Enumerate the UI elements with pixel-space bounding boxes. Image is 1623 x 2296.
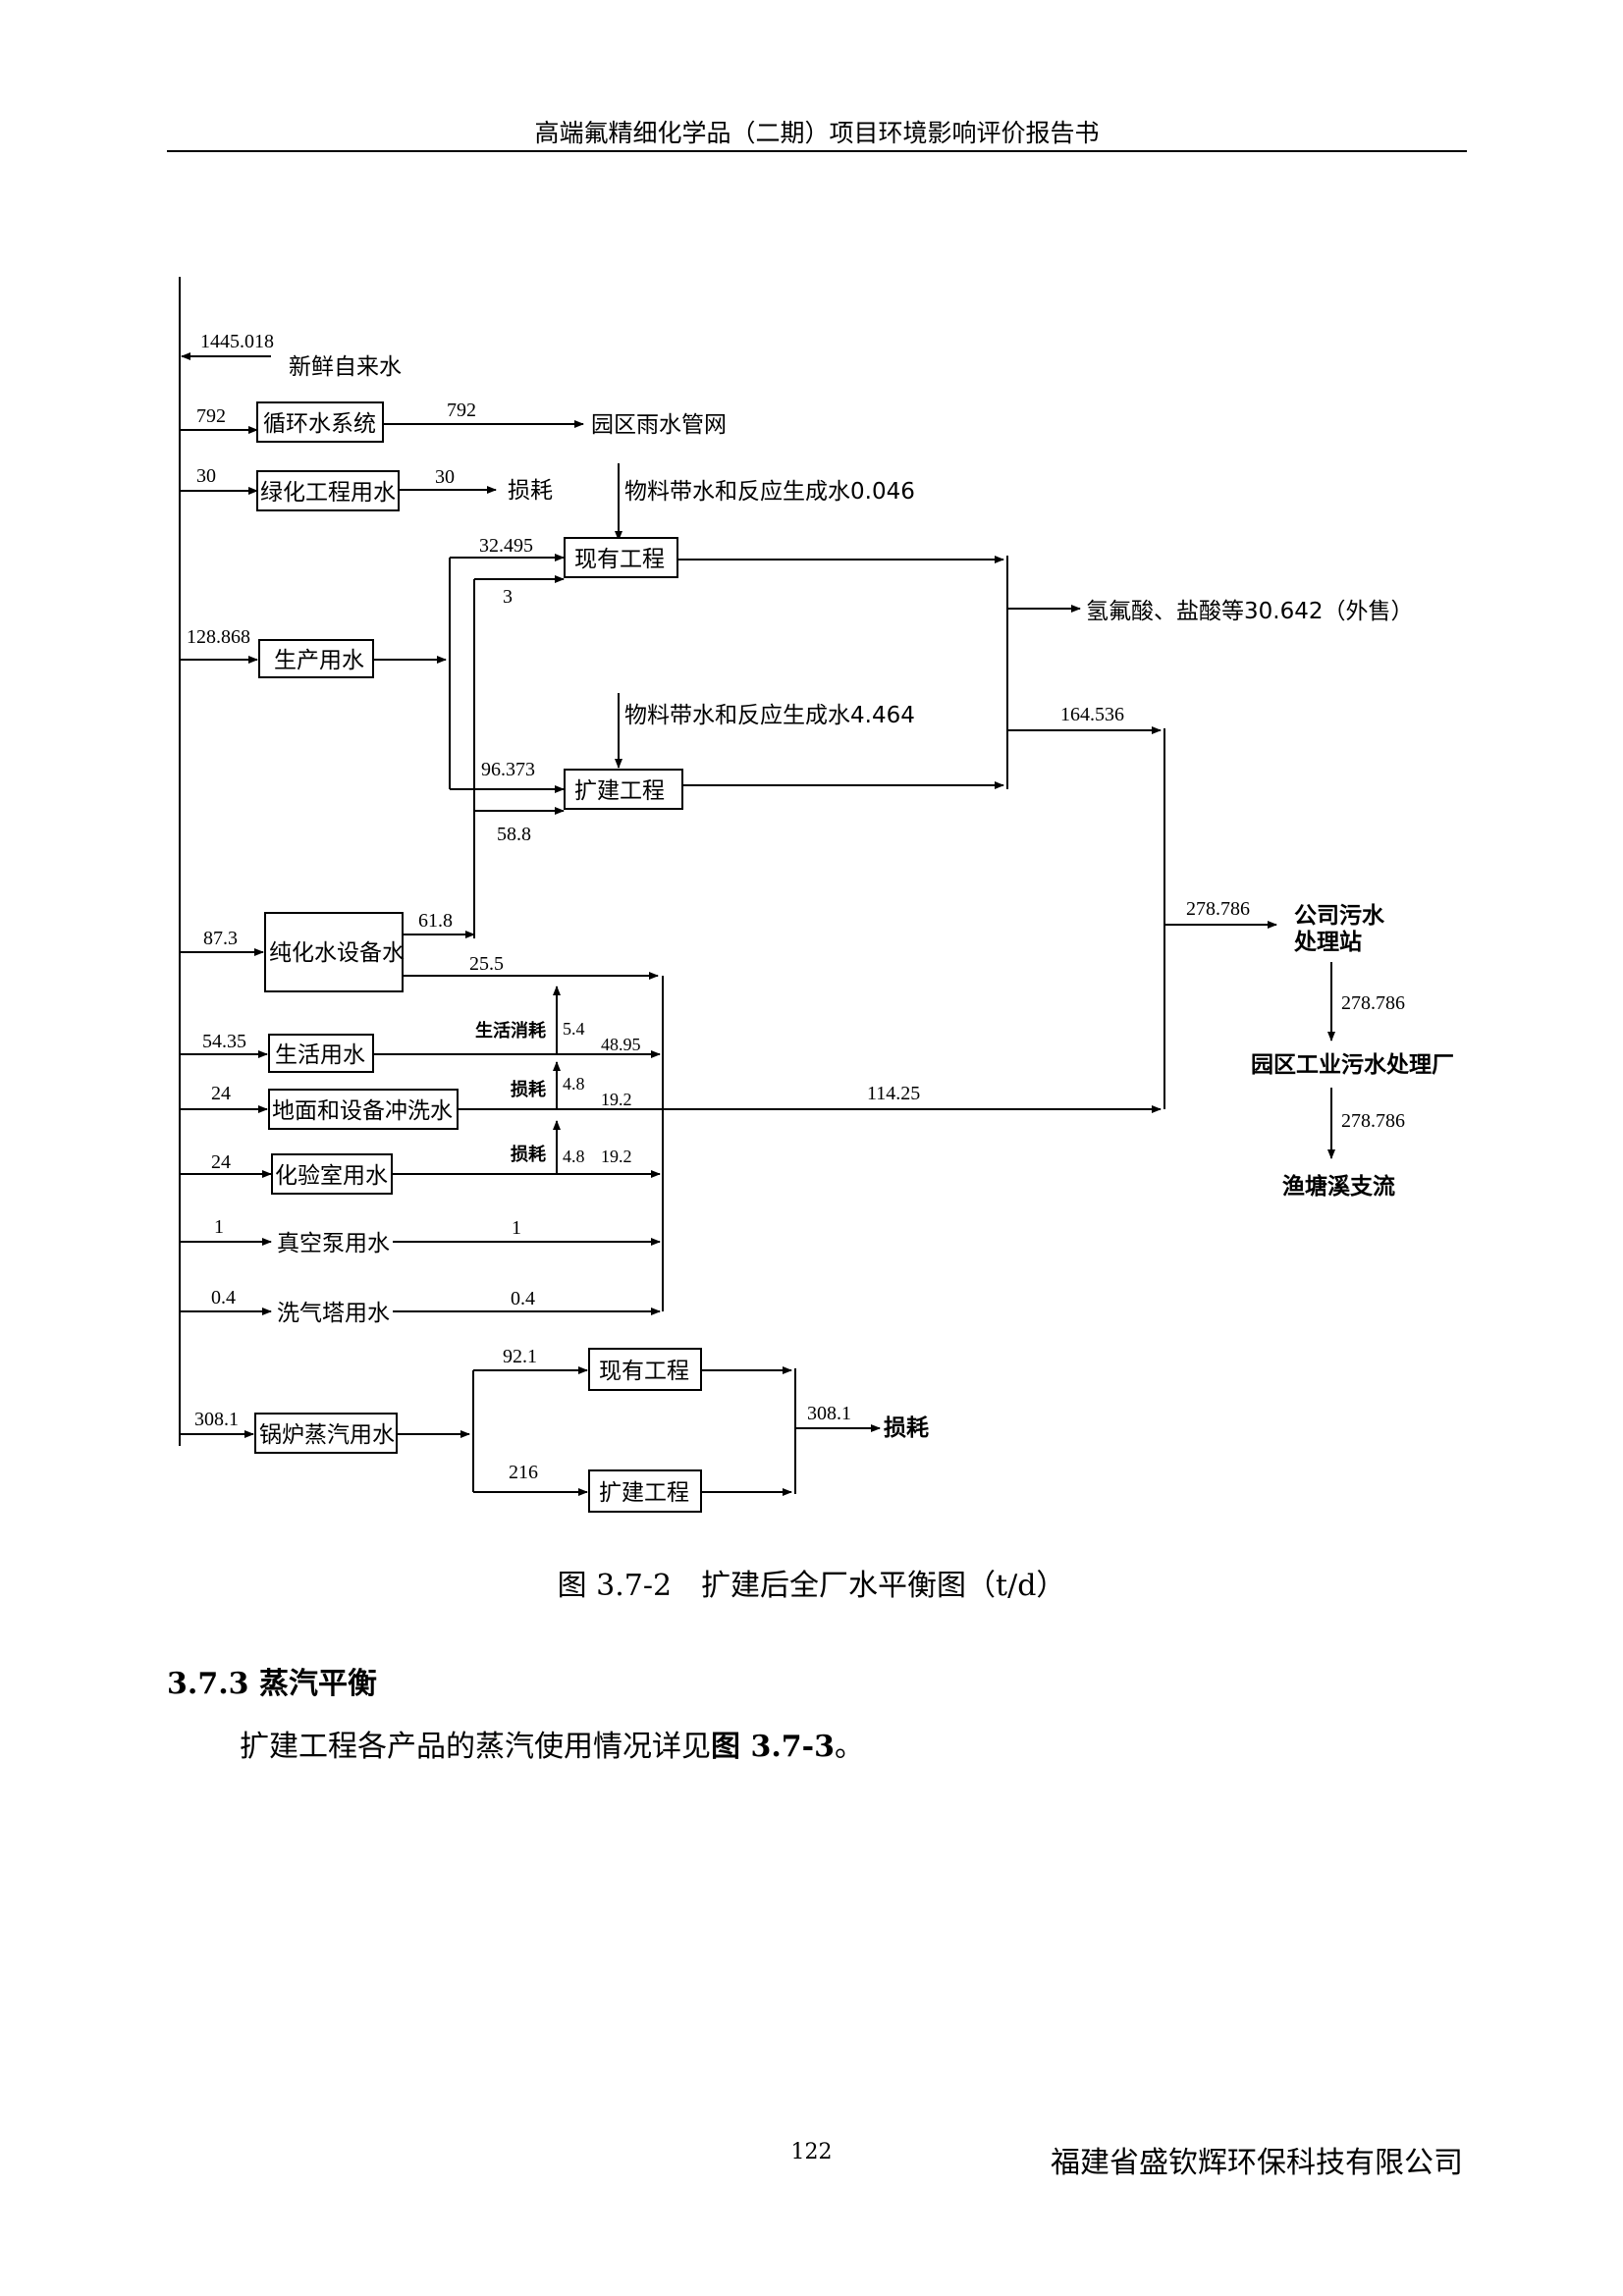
company-station-line1: 公司污水 <box>1294 903 1385 929</box>
greening-box <box>256 470 400 511</box>
circulating-out-value: 792 <box>447 400 476 421</box>
floor-wash-in-value: 24 <box>211 1083 231 1104</box>
pure-water-box <box>264 912 404 992</box>
pure-to-process-value: 61.8 <box>418 910 453 932</box>
living-loss-label: 生活消耗 <box>475 1020 546 1041</box>
scrubber-in-value: 0.4 <box>211 1287 236 1308</box>
page-number: 122 <box>790 2140 833 2164</box>
hf-output-label: 氢氟酸、盐酸等30.642（外售） <box>1086 599 1413 624</box>
river-label: 渔塘溪支流 <box>1282 1173 1395 1200</box>
greening-label: 绿化工程用水 <box>260 480 396 506</box>
greening-in-value: 30 <box>196 465 216 487</box>
expansion-process-label: 扩建工程 <box>574 778 665 804</box>
boiler-loss-label: 损耗 <box>884 1415 929 1441</box>
living-label: 生活用水 <box>275 1042 365 1068</box>
paragraph-end: 。 <box>834 1730 864 1764</box>
process-wastewater-value: 164.536 <box>1060 704 1124 725</box>
floor-wash-loss-value: 4.8 <box>563 1074 585 1094</box>
existing-material-label: 物料带水和反应生成水0.046 <box>624 479 915 505</box>
circulating-in-value: 792 <box>196 405 226 427</box>
living-loss-value: 5.4 <box>563 1019 585 1039</box>
lab-loss-value: 4.8 <box>563 1147 585 1166</box>
circulating-system-label: 循环水系统 <box>263 411 376 437</box>
existing-in-pure-value: 3 <box>503 586 513 608</box>
living-box <box>268 1034 374 1073</box>
boiler-out-value: 308.1 <box>807 1403 851 1424</box>
industrial-plant-in-value: 278.786 <box>1341 992 1405 1014</box>
production-in-value: 128.868 <box>187 626 250 648</box>
boiler-existing-box <box>588 1348 702 1391</box>
production-label: 生产用水 <box>274 648 364 673</box>
lab-label: 化验室用水 <box>275 1163 388 1189</box>
expansion-material-label: 物料带水和反应生成水4.464 <box>624 703 915 728</box>
boiler-existing-in-value: 92.1 <box>503 1346 537 1367</box>
pure-water-label: 纯化水设备水 <box>269 940 405 966</box>
lab-in-value: 24 <box>211 1151 231 1173</box>
water-balance-diagram: 1445.018 新鲜自来水 792 循环水系统 792 园区雨水管网 30 绿… <box>179 277 1454 1513</box>
floor-wash-label: 地面和设备冲洗水 <box>272 1098 453 1124</box>
misc-total-value: 114.25 <box>867 1083 920 1104</box>
vacuum-out-value: 1 <box>512 1217 521 1239</box>
boiler-existing-label: 现有工程 <box>599 1359 689 1384</box>
fresh-water-value: 1445.018 <box>200 331 274 352</box>
figure-caption: 图 3.7-2 扩建后全厂水平衡图（t/d） <box>557 1569 1066 1603</box>
expansion-in-pure-value: 58.8 <box>497 824 531 845</box>
expansion-process-box <box>564 769 683 810</box>
lab-box <box>271 1153 393 1195</box>
section-heading: 3.7.3 蒸汽平衡 <box>167 1667 377 1701</box>
living-in-value: 54.35 <box>202 1031 246 1052</box>
existing-process-box <box>564 537 678 578</box>
figure-reference: 图 3.7-3 <box>711 1730 835 1764</box>
pure-water-in-value: 87.3 <box>203 928 238 949</box>
boiler-expansion-label: 扩建工程 <box>599 1480 689 1506</box>
vacuum-in-value: 1 <box>214 1216 224 1238</box>
scrubber-label: 洗气塔用水 <box>277 1301 390 1326</box>
fresh-water-label: 新鲜自来水 <box>289 354 402 380</box>
paragraph-text: 扩建工程各产品的蒸汽使用情况详见 <box>240 1730 711 1764</box>
production-box <box>258 639 374 678</box>
header-rule <box>167 150 1467 152</box>
company-station-line2: 处理站 <box>1293 930 1362 955</box>
section-paragraph: 扩建工程各产品的蒸汽使用情况详见图 3.7-3。 <box>240 1722 864 1765</box>
footer-company: 福建省盛钦辉环保科技有限公司 <box>1051 2146 1463 2180</box>
floor-wash-out-value: 19.2 <box>601 1090 632 1109</box>
existing-in-prod-value: 32.495 <box>479 535 533 557</box>
boiler-expansion-box <box>588 1469 702 1513</box>
river-in-value: 278.786 <box>1341 1110 1405 1132</box>
boiler-label: 锅炉蒸汽用水 <box>259 1422 395 1448</box>
greening-out-value: 30 <box>435 466 455 488</box>
rain-network-label: 园区雨水管网 <box>591 412 727 438</box>
industrial-plant-label: 园区工业污水处理厂 <box>1251 1052 1454 1078</box>
living-out-value: 48.95 <box>601 1035 641 1054</box>
pure-direct-value: 25.5 <box>469 953 504 975</box>
vacuum-label: 真空泵用水 <box>277 1231 390 1256</box>
lab-out-value: 19.2 <box>601 1147 632 1166</box>
boiler-expansion-in-value: 216 <box>509 1462 538 1483</box>
floor-wash-loss-label: 损耗 <box>511 1079 546 1100</box>
company-station-in-value: 278.786 <box>1186 898 1250 920</box>
expansion-in-prod-value: 96.373 <box>481 759 535 780</box>
greening-loss-label: 损耗 <box>508 478 553 504</box>
existing-process-label: 现有工程 <box>574 547 665 572</box>
boiler-in-value: 308.1 <box>194 1409 239 1430</box>
scrubber-out-value: 0.4 <box>511 1288 535 1309</box>
circulating-system-box <box>256 401 384 443</box>
document-header: 高端氟精细化学品（二期）项目环境影响评价报告书 <box>534 119 1100 147</box>
lab-loss-label: 损耗 <box>511 1144 546 1165</box>
